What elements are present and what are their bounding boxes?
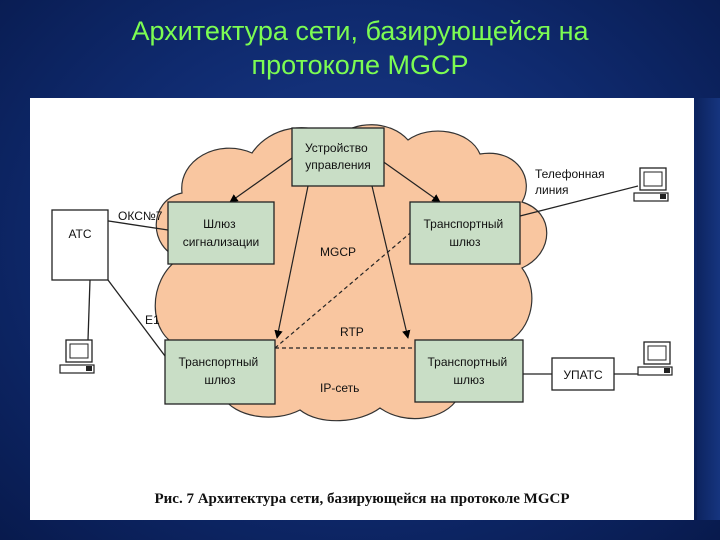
transport-gateway-top-right-box (409, 201, 521, 265)
upats-label: УПАТС (563, 368, 603, 382)
svg-text:Транспортный шлюз: Транспортный шлюз (178, 355, 261, 387)
line-ats-signaling (101, 219, 169, 231)
line-gateway-phone-line (519, 185, 639, 217)
terminal-icon-top-right (633, 167, 669, 202)
diagram-figure: Устройство управления Шлюз сигнализации … (30, 98, 694, 520)
signaling-gateway-label-2: сигнализации (183, 235, 260, 249)
rtp-label: RTP (340, 325, 364, 339)
upats-box (551, 357, 615, 391)
decorative-side-bar (697, 98, 720, 520)
svg-text:Транспортный шлюз: Транспортный шлюз (423, 217, 506, 249)
ats-box (51, 209, 109, 281)
figure-caption: Рис. 7 Архитектура сети, базирующейся на… (155, 491, 570, 507)
transport-gateway-bottom-left-box (164, 339, 276, 405)
control-device-box (291, 127, 385, 187)
arrow-control-to-gateway-bottom-left (274, 185, 309, 339)
slide-title: Архитектура сети, базирующейся на проток… (0, 14, 720, 82)
diagram-svg: Устройство управления Шлюз сигнализации … (51, 124, 673, 507)
ats-label: АТС (68, 227, 91, 241)
e1-label: E1 (145, 313, 160, 327)
terminal-icon-left (59, 339, 95, 374)
transport-gateway-bottom-left-label-1: Транспортный (178, 355, 258, 369)
phone-line-label-1: Телефонная (535, 167, 605, 181)
slide-title-line-1: Архитектура сети, базирующейся на (131, 16, 589, 46)
transport-gateway-top-right-label-2: шлюз (449, 235, 481, 249)
oks7-label: ОКС№7 (118, 209, 163, 223)
slide-title-line-2: протоколе MGCP (251, 50, 469, 80)
terminal-icon-bottom-right (637, 341, 673, 376)
ip-network-label: IP-сеть (320, 381, 359, 395)
arrow-control-to-signaling (229, 157, 293, 203)
transport-gateway-bottom-right-box (414, 339, 524, 403)
control-device-label-2: управления (305, 158, 370, 172)
mgcp-label: MGCP (320, 245, 356, 259)
svg-text:Телефонная линия: Телефонная линия (535, 167, 608, 197)
transport-gateway-bottom-left-label-2: шлюз (204, 373, 236, 387)
svg-text:Транспортный шлюз: Транспортный шлюз (427, 355, 510, 387)
signaling-gateway-box (167, 201, 275, 265)
line-ats-e1-gateway (107, 279, 166, 357)
transport-gateway-bottom-right-label-2: шлюз (453, 373, 485, 387)
transport-gateway-top-right-label-1: Транспортный (423, 217, 503, 231)
control-device-label-1: Устройство (305, 141, 368, 155)
signaling-gateway-label-1: Шлюз (203, 217, 236, 231)
svg-text:Шлюз сигнализации: Шлюз сигнализации (183, 217, 260, 249)
transport-gateway-bottom-right-label-1: Транспортный (427, 355, 507, 369)
line-ats-phone-bottom-left (87, 279, 91, 341)
arrow-control-to-gateway-top-right (377, 157, 441, 203)
arrow-control-to-gateway-bottom-right (371, 185, 411, 339)
phone-line-label-2: линия (535, 183, 569, 197)
svg-text:Устройство управления: Устройство управления (305, 141, 371, 172)
